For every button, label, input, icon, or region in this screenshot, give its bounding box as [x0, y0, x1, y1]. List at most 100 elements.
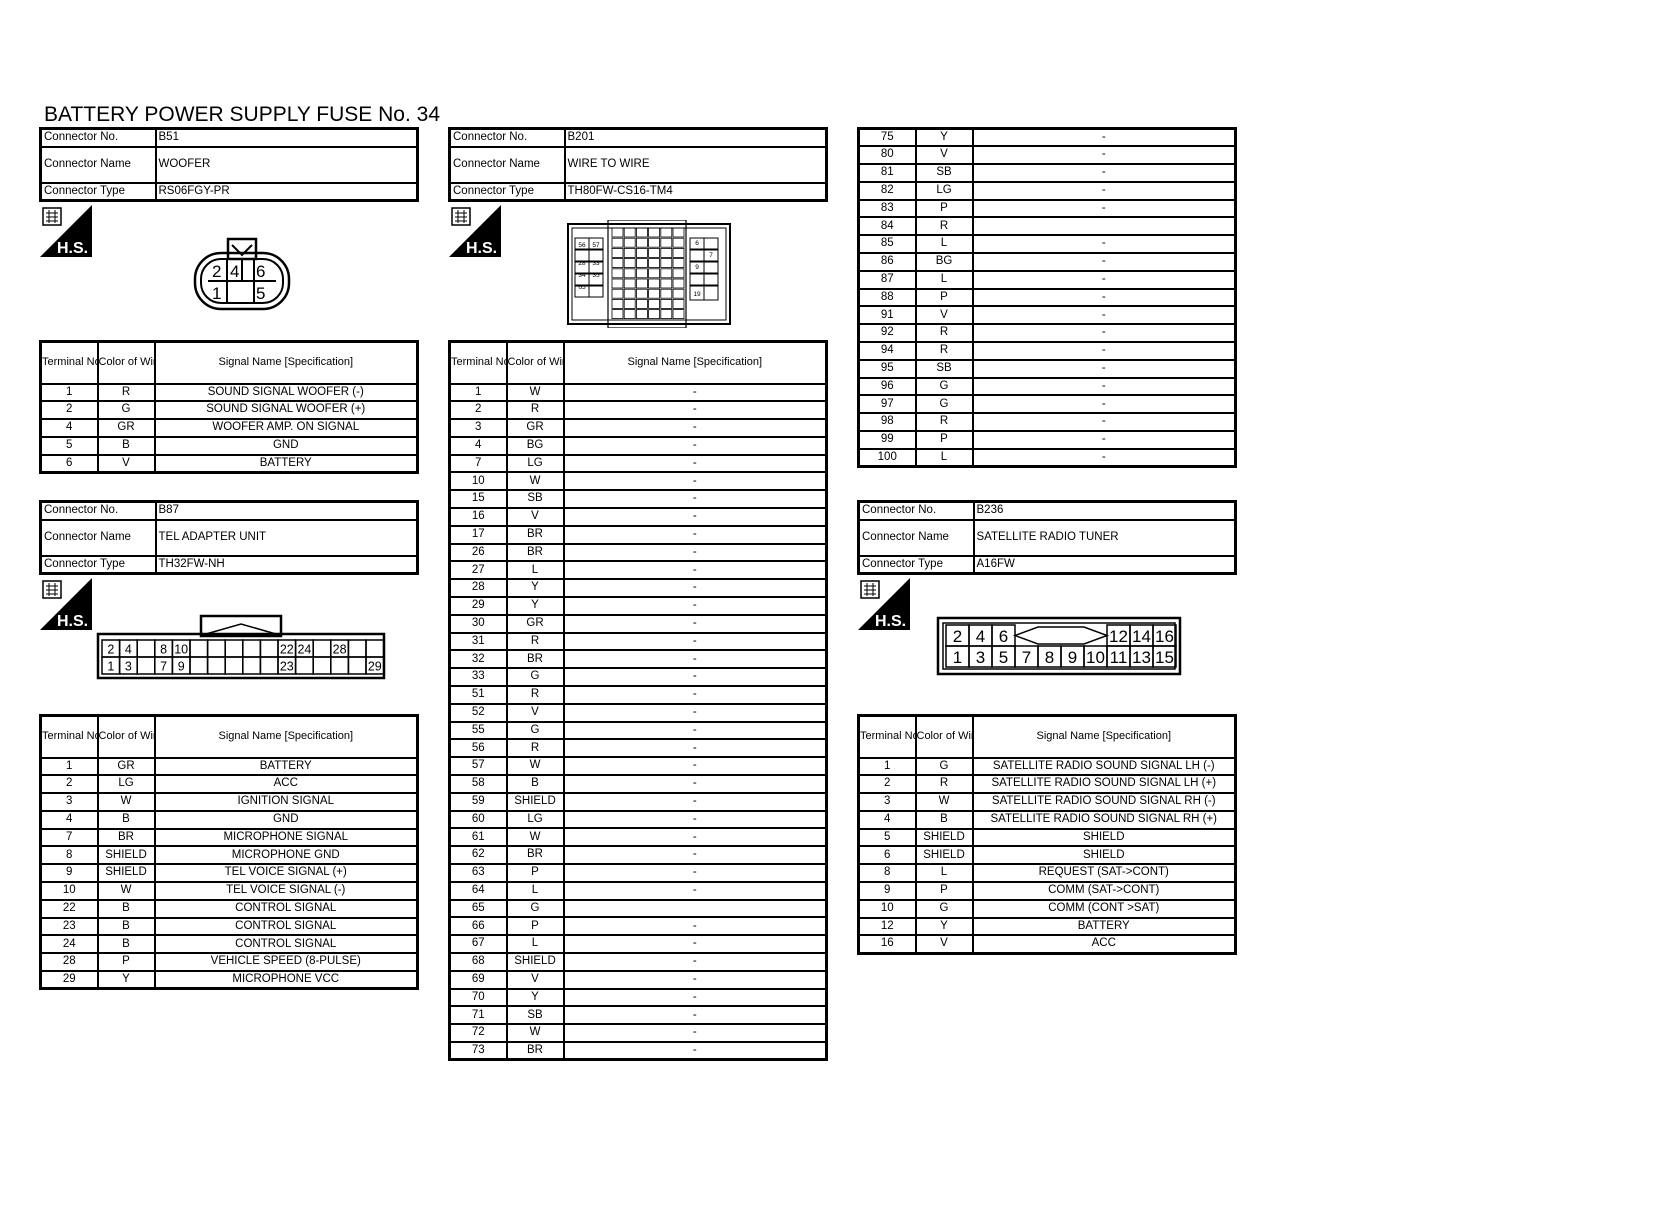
wire-color-cell: GR — [96, 756, 156, 777]
wire-color-cell: B — [96, 809, 156, 830]
wire-color-cell: P — [914, 881, 974, 901]
pin-label: 6 — [695, 240, 699, 247]
signal-name-cell: CONTROL SIGNAL — [153, 916, 419, 937]
terminal-no-cell: 83 — [857, 198, 917, 219]
signal-name-cell: - — [562, 845, 828, 866]
b201-connector-name: WIRE TO WIRE — [563, 145, 828, 184]
signal-name-cell: MICROPHONE GND — [153, 845, 419, 866]
signal-name-cell: - — [562, 631, 828, 652]
b87-connector-no: B87 — [154, 500, 419, 521]
terminal-no-cell: 85 — [857, 234, 917, 255]
signal-name-cell: - — [562, 471, 828, 492]
signal-name-cell: - — [562, 774, 828, 794]
wire-color-cell: W — [914, 792, 974, 812]
terminal-no-cell: 9 — [39, 863, 99, 884]
terminal-no-cell: 70 — [448, 987, 508, 1008]
pin-label: 9 — [178, 660, 185, 674]
wire-color-cell: W — [505, 471, 565, 492]
signal-name-cell: - — [562, 489, 828, 510]
signal-name-cell: GND — [153, 435, 419, 456]
signal-name-cell: - — [562, 435, 828, 456]
terminal-no-cell: 55 — [448, 720, 508, 741]
signal-name-cell: REQUEST (SAT->CONT) — [971, 863, 1237, 884]
wire-color-cell: LG — [505, 809, 565, 830]
wire-color-cell: L — [914, 269, 974, 290]
wire-color-cell: R — [505, 685, 565, 705]
wire-color-cell: G — [96, 400, 156, 421]
signal-name-cell: CONTROL SIGNAL — [153, 898, 419, 919]
label-connector-type: Connector Type — [857, 554, 975, 575]
signal-name-cell: TEL VOICE SIGNAL (-) — [153, 881, 419, 901]
terminal-no-cell: 2 — [39, 400, 99, 421]
pin-label: 8 — [160, 643, 167, 657]
signal-name-cell: ACC — [153, 774, 419, 795]
header-signal-name: Signal Name [Specification] — [971, 714, 1237, 759]
b51-terminal-table: Terminal No.Color of WireSignal Name [Sp… — [39, 340, 419, 474]
terminal-no-cell: 6 — [39, 453, 99, 474]
pin-label: 3 — [125, 660, 132, 674]
terminal-no-cell: 68 — [448, 952, 508, 972]
pin-label: 7 — [160, 660, 167, 674]
terminal-no-cell: 31 — [448, 631, 508, 652]
wire-color-cell: B — [96, 898, 156, 919]
wire-color-cell: Y — [914, 916, 974, 937]
signal-name-cell: - — [562, 1040, 828, 1061]
terminal-no-cell: 16 — [448, 507, 508, 527]
wire-color-cell: V — [914, 145, 974, 166]
terminal-no-cell: 88 — [857, 287, 917, 308]
terminal-no-cell: 6 — [857, 845, 917, 866]
pin-label: 57 — [592, 242, 600, 249]
header-terminal-no: Terminal No. — [448, 340, 508, 385]
terminal-no-cell: 5 — [857, 827, 917, 848]
label-connector-no: Connector No. — [39, 500, 157, 521]
signal-name-cell: - — [971, 323, 1237, 344]
wire-color-cell: GR — [505, 613, 565, 634]
pin-label: 7 — [1022, 648, 1031, 667]
header-signal-name: Signal Name [Specification] — [153, 340, 419, 385]
terminal-no-cell: 63 — [448, 863, 508, 883]
wire-color-cell: SB — [505, 1005, 565, 1026]
signal-name-cell: - — [562, 756, 828, 777]
signal-name-cell: - — [562, 649, 828, 670]
terminal-no-cell: 86 — [857, 252, 917, 272]
header-color-of-wire: Color of Wire — [914, 714, 974, 759]
b201-connector-type: TH80FW-CS16-TM4 — [563, 181, 828, 202]
terminal-no-cell: 3 — [39, 792, 99, 812]
label-connector-no: Connector No. — [448, 127, 566, 148]
terminal-no-cell: 4 — [39, 809, 99, 830]
signal-name-cell: - — [562, 382, 828, 403]
terminal-no-cell: 69 — [448, 969, 508, 990]
b87-connector-type: TH32FW-NH — [154, 554, 419, 575]
terminal-no-cell: 62 — [448, 845, 508, 866]
b87-terminal-table: Terminal No.Color of WireSignal Name [Sp… — [39, 714, 419, 991]
signal-name-cell: - — [971, 252, 1237, 272]
terminal-no-cell: 33 — [448, 667, 508, 688]
pin-label: 24 — [297, 643, 311, 657]
terminal-no-cell: 2 — [857, 774, 917, 795]
wire-color-cell: R — [914, 774, 974, 795]
terminal-no-cell: 8 — [39, 845, 99, 866]
signal-name-cell: ACC — [971, 934, 1237, 955]
header-signal-name: Signal Name [Specification] — [153, 714, 419, 759]
terminal-no-cell: 91 — [857, 305, 917, 326]
pin-label: 15 — [1155, 648, 1174, 667]
wire-color-cell: SHIELD — [914, 827, 974, 848]
terminal-no-cell: 94 — [857, 341, 917, 361]
terminal-no-cell: 64 — [448, 880, 508, 901]
signal-name-cell: BATTERY — [971, 916, 1237, 937]
